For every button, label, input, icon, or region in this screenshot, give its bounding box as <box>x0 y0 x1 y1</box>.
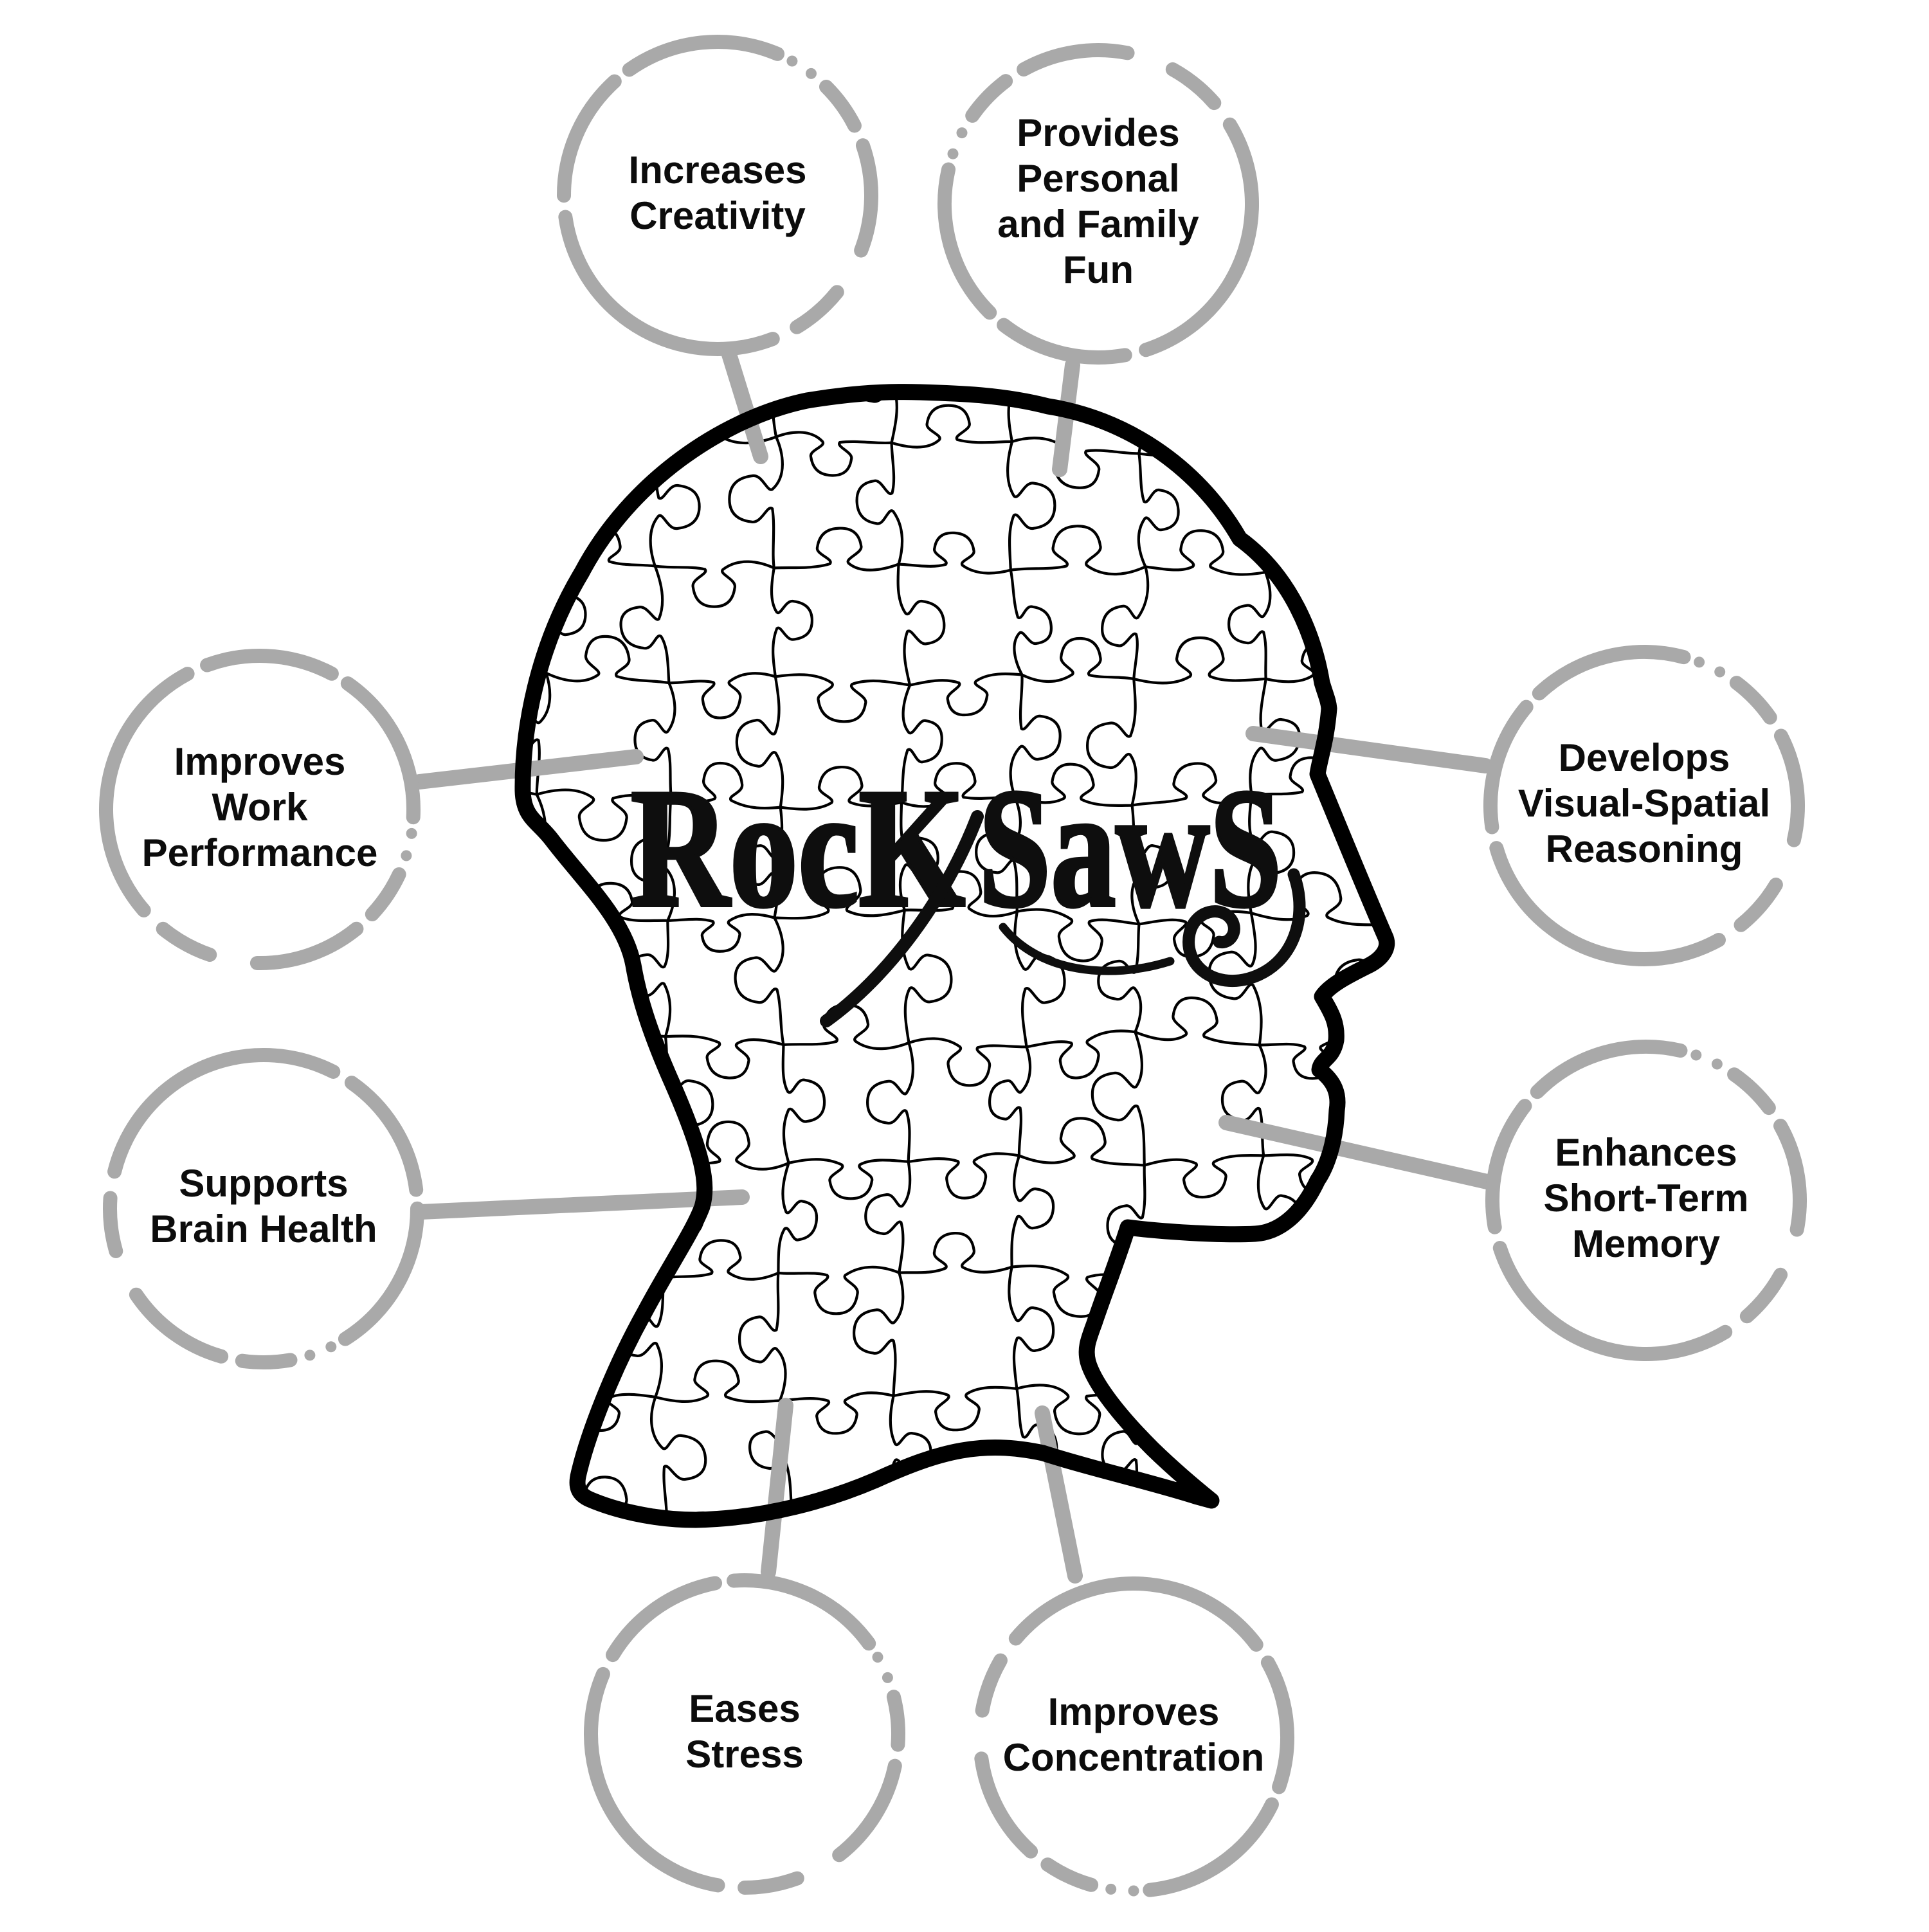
svg-text:Develops: Develops <box>1559 736 1730 779</box>
svg-text:and Family: and Family <box>997 203 1199 246</box>
svg-text:Concentration: Concentration <box>1003 1736 1265 1779</box>
svg-text:Fun: Fun <box>1063 248 1134 291</box>
svg-text:Supports: Supports <box>179 1162 348 1205</box>
svg-text:Memory: Memory <box>1572 1222 1721 1265</box>
svg-text:RocK: RocK <box>631 754 965 942</box>
svg-text:Creativity: Creativity <box>629 194 806 237</box>
svg-text:Eases: Eases <box>689 1687 801 1730</box>
svg-text:Work: Work <box>212 786 309 829</box>
svg-text:Short-Term: Short-Term <box>1544 1177 1749 1220</box>
svg-text:SawS: SawS <box>979 754 1281 943</box>
svg-text:Reasoning: Reasoning <box>1546 827 1743 871</box>
svg-text:Personal: Personal <box>1017 157 1179 200</box>
svg-text:Performance: Performance <box>142 831 378 874</box>
svg-text:Increases: Increases <box>629 149 807 192</box>
svg-text:Improves: Improves <box>174 740 346 783</box>
svg-text:Enhances: Enhances <box>1555 1131 1737 1174</box>
svg-text:Brain Health: Brain Health <box>150 1207 377 1250</box>
svg-text:Provides: Provides <box>1017 111 1179 154</box>
svg-text:Improves: Improves <box>1048 1690 1220 1733</box>
svg-text:Stress: Stress <box>685 1733 803 1776</box>
svg-text:Visual-Spatial: Visual-Spatial <box>1518 782 1770 825</box>
